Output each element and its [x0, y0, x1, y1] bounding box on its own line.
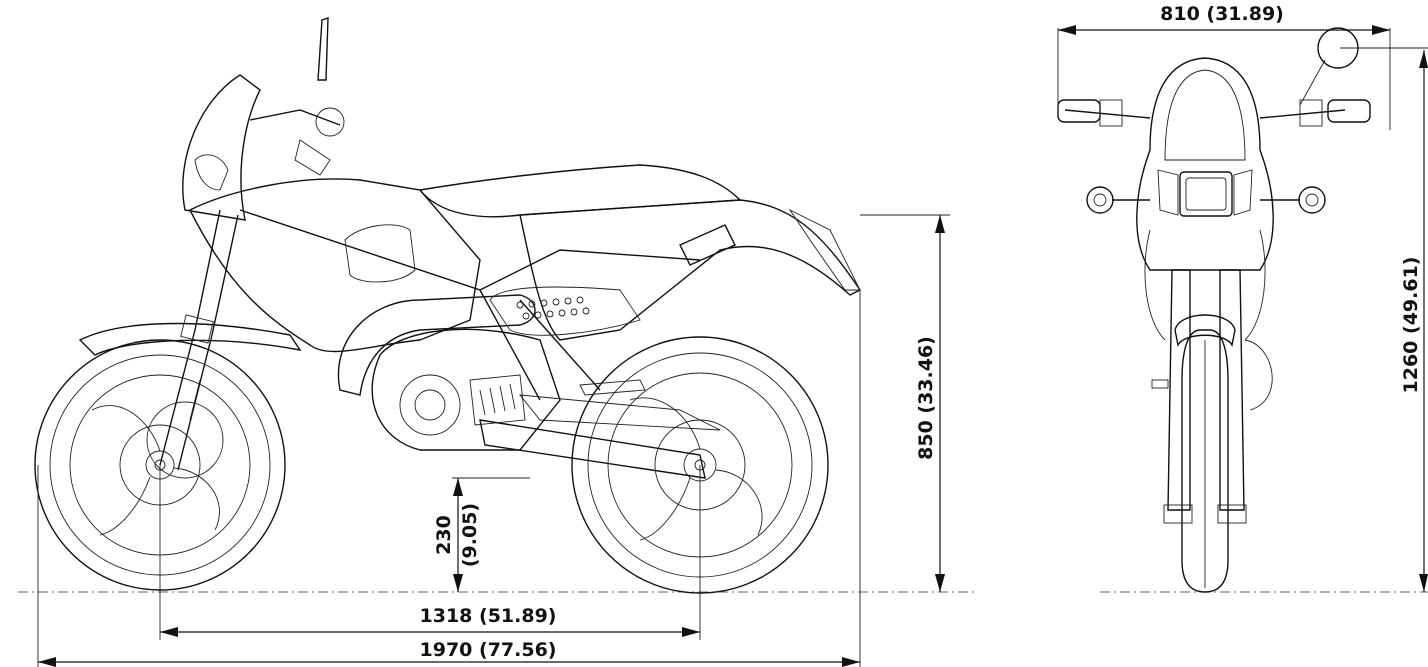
frame	[239, 209, 701, 401]
overall-length-label: 1970 (77.56)	[420, 639, 557, 661]
seat	[418, 164, 742, 218]
front-fork	[159, 209, 239, 471]
seat-height-dimension: 850 (33.46)	[912, 215, 945, 592]
panel-holes	[516, 296, 590, 320]
silencer	[679, 224, 736, 266]
turn-signal-left	[1086, 186, 1150, 214]
windscreen	[1164, 69, 1246, 161]
exhaust-pipe	[337, 294, 536, 396]
handlebar-assembly	[249, 17, 345, 176]
side-fairing	[189, 178, 481, 353]
headlight	[1179, 171, 1233, 217]
engine	[371, 328, 561, 451]
handlebar-front	[1064, 109, 1346, 119]
front-fork-left	[1167, 269, 1191, 511]
wheelbase-dimension: 1318 (51.89)	[160, 603, 700, 637]
front-view-motorcycle	[1057, 27, 1371, 593]
overall-width-label: 810 (31.89)	[1160, 3, 1284, 25]
seat-height-label: 850 (33.46)	[915, 336, 937, 460]
front-tire	[1181, 329, 1229, 593]
ground-clearance-mm-label: 230	[433, 515, 455, 555]
rear-fender-flap	[788, 208, 861, 291]
front-fender-front	[1174, 314, 1236, 348]
front-fork-right	[1219, 269, 1245, 511]
fairing-vent	[194, 154, 229, 191]
chain-guard	[518, 394, 721, 431]
wheelbase-label: 1318 (51.89)	[420, 605, 557, 627]
turn-signal-right	[1260, 186, 1326, 214]
tail-section	[519, 199, 862, 341]
side-view-motorcycle	[34, 17, 862, 594]
front-fairing	[182, 74, 261, 221]
overall-height-label: 1260 (49.61)	[1400, 257, 1422, 394]
grip-right	[1327, 99, 1371, 123]
overall-height-dimension: 1260 (49.61)	[1397, 50, 1428, 592]
ground-clearance-dimension: 230 (9.05)	[433, 477, 530, 592]
ground-clearance-in-label: (9.05)	[459, 503, 481, 567]
overall-width-dimension: 810 (31.89)	[1058, 0, 1390, 35]
front-fender	[78, 322, 302, 356]
swingarm	[479, 419, 706, 479]
footpeg	[579, 379, 646, 396]
front-fairing-front	[1136, 57, 1274, 271]
overall-length-dimension: 1970 (77.56)	[38, 636, 860, 667]
frame-guard-panel	[489, 286, 641, 336]
front-brake-disc	[146, 401, 224, 479]
tank-panel	[344, 224, 416, 283]
